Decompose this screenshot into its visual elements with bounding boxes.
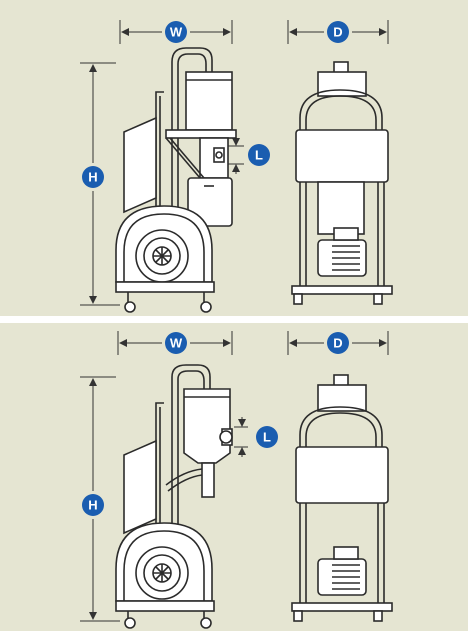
- depth-badge: D: [327, 332, 349, 354]
- height-badge: H: [82, 166, 104, 188]
- width-dimension-line: [119, 20, 233, 44]
- diagram-panel-bottom: W D H L: [0, 323, 468, 631]
- height-dimension-line: [80, 62, 120, 306]
- svg-text:L: L: [255, 148, 263, 163]
- front-view-machine: [291, 374, 393, 622]
- diagram-panel-top: W D H L: [0, 0, 468, 316]
- dimension-diagram-top: W D H L: [80, 20, 393, 313]
- depth-badge: D: [327, 21, 349, 43]
- svg-text:H: H: [88, 498, 97, 513]
- svg-text:W: W: [170, 25, 183, 40]
- depth-dimension-line: [287, 20, 389, 44]
- svg-text:W: W: [170, 336, 183, 351]
- height-dimension-line: [80, 376, 120, 622]
- dimension-diagram-bottom: W D H L: [80, 331, 393, 629]
- length-badge: L: [256, 426, 278, 448]
- width-badge: W: [165, 21, 187, 43]
- svg-text:D: D: [333, 336, 342, 351]
- width-badge: W: [165, 332, 187, 354]
- svg-text:H: H: [88, 170, 97, 185]
- length-badge: L: [248, 144, 270, 166]
- side-view-machine: [115, 364, 233, 629]
- front-view-machine: [291, 61, 393, 305]
- length-dimension-line: [234, 417, 248, 457]
- height-badge: H: [82, 494, 104, 516]
- depth-dimension-line: [287, 331, 389, 355]
- svg-text:L: L: [263, 430, 271, 445]
- svg-text:D: D: [333, 25, 342, 40]
- width-dimension-line: [117, 331, 233, 355]
- side-view-machine: [115, 47, 237, 313]
